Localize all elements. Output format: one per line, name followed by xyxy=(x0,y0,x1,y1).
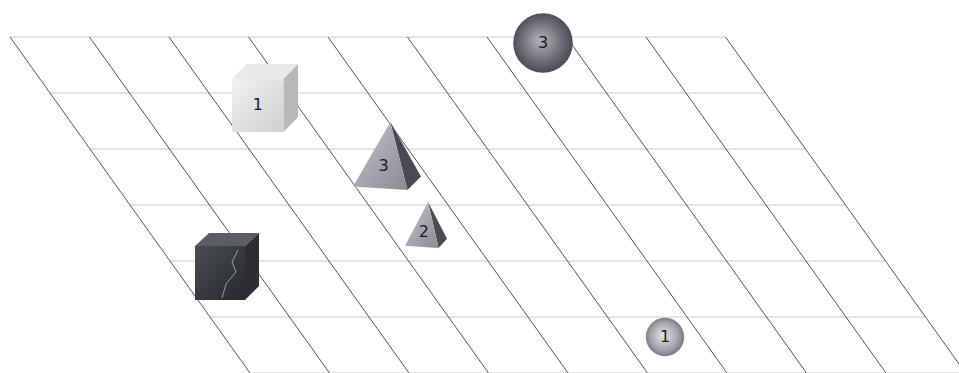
callout-number: 3 xyxy=(538,35,548,51)
grid-slant-line xyxy=(726,37,959,373)
grid-row-line xyxy=(170,261,885,262)
sphere-object: 3 xyxy=(512,12,574,74)
grid-row-line xyxy=(210,317,925,318)
grid-slant-line xyxy=(249,37,489,373)
grid-slant-line xyxy=(487,37,727,373)
grid-slant-line xyxy=(328,37,568,373)
cube-crack xyxy=(222,250,238,298)
grid-slant-line xyxy=(646,37,886,373)
grid-row-line xyxy=(10,37,725,38)
cube-front xyxy=(232,79,283,132)
callout-number: 1 xyxy=(253,97,263,113)
pyramid-face xyxy=(405,202,439,248)
perspective-grid xyxy=(10,37,959,373)
pyramid-object: 3 xyxy=(353,122,421,190)
shape-outline xyxy=(353,122,421,190)
grid-slant-line xyxy=(169,37,409,373)
cube-front xyxy=(195,246,245,300)
sphere-body xyxy=(646,318,684,356)
grid-slant-line xyxy=(90,37,330,373)
grid-row-line xyxy=(90,149,805,150)
grid-row-line xyxy=(130,205,845,206)
cube-side xyxy=(245,233,259,300)
callout-number: 1 xyxy=(660,329,670,345)
pyramid-object: 2 xyxy=(405,202,447,248)
pyramid-face xyxy=(353,122,407,190)
grid-slant-line xyxy=(10,37,250,373)
callout-number: 3 xyxy=(379,158,389,174)
dark-cube xyxy=(195,233,259,300)
grid-slant-line xyxy=(567,37,807,373)
sphere-body xyxy=(513,13,573,73)
sphere-object: 1 xyxy=(645,317,685,357)
cube-object: 1 xyxy=(232,64,298,132)
grid-row-line xyxy=(50,93,765,94)
shape-outline xyxy=(232,64,298,132)
grid-slant-line xyxy=(408,37,648,373)
callout-number: 2 xyxy=(419,224,429,240)
cube-side xyxy=(283,64,298,132)
